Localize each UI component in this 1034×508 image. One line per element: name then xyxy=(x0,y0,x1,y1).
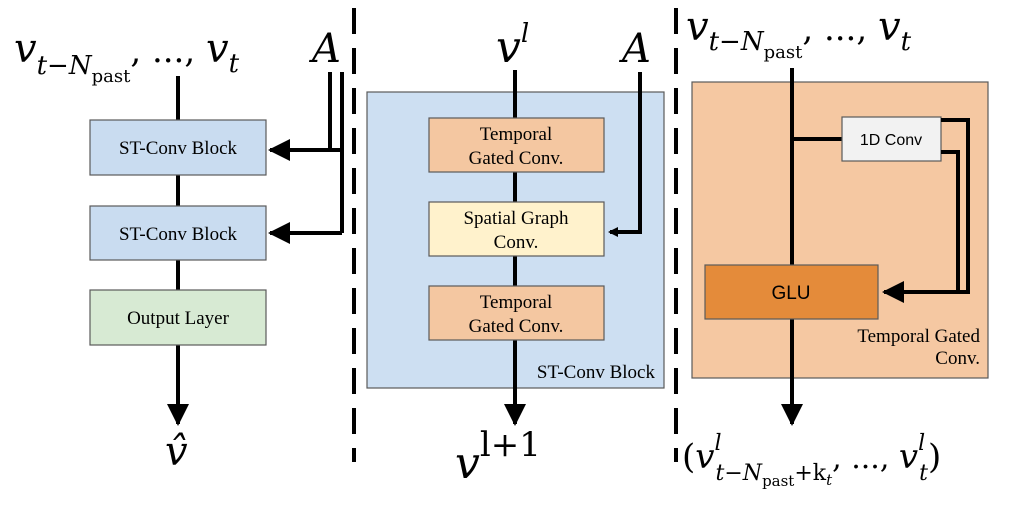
left-panel: vt−Npast, ..., vt A ST-Conv Block ST-Con… xyxy=(14,26,344,475)
glu-label: GLU xyxy=(771,283,810,304)
right-panel: vt−Npast, ..., vt 1D Conv GLU Temporal G… xyxy=(682,4,989,490)
left-adjacency-label: A xyxy=(308,26,341,72)
st-conv-block-1-label: ST-Conv Block xyxy=(119,138,238,159)
middle-panel: vl A Temporal Gated Conv. Spatial Graph … xyxy=(366,19,665,489)
left-output-label: v̂ xyxy=(165,429,188,475)
st-conv-block-panel-label: ST-Conv Block xyxy=(537,362,656,383)
right-conv-out-2 xyxy=(941,150,960,292)
temporal-gated-conv-2: Temporal Gated Conv. xyxy=(428,285,605,341)
left-input-label: vt−Npast, ..., vt xyxy=(14,26,240,87)
temporal-gated-conv-panel-label-line2: Conv. xyxy=(935,348,980,369)
conv1d-label: 1D Conv xyxy=(860,132,922,149)
st-conv-block-1: ST-Conv Block xyxy=(89,119,267,176)
temporal-gated-conv-1: Temporal Gated Conv. xyxy=(428,117,605,173)
conv1d-box: 1D Conv xyxy=(841,116,942,162)
right-conv-out-1 xyxy=(941,118,970,292)
temporal-gated-conv-2-line2: Gated Conv. xyxy=(469,316,564,337)
temporal-gated-conv-1-line2: Gated Conv. xyxy=(469,148,564,169)
st-conv-block-2-label: ST-Conv Block xyxy=(119,224,238,245)
spatial-graph-conv-line2: Conv. xyxy=(494,232,539,253)
spatial-graph-conv: Spatial Graph Conv. xyxy=(428,201,605,257)
glu-box: GLU xyxy=(704,264,879,320)
middle-input-label: vl xyxy=(496,19,529,73)
temporal-gated-conv-panel-label-line1: Temporal Gated xyxy=(857,326,980,347)
st-conv-block-2: ST-Conv Block xyxy=(89,205,267,261)
middle-adjacency-label: A xyxy=(618,26,651,72)
output-layer-label: Output Layer xyxy=(127,308,230,329)
middle-output-label: vl+1 xyxy=(455,425,541,489)
temporal-gated-conv-1-line1: Temporal xyxy=(480,124,553,145)
spatial-graph-conv-line1: Spatial Graph xyxy=(463,208,569,229)
output-layer-box: Output Layer xyxy=(89,289,267,346)
right-input-label: vt−Npast, ..., vt xyxy=(686,4,912,63)
temporal-gated-conv-2-line1: Temporal xyxy=(480,292,553,313)
